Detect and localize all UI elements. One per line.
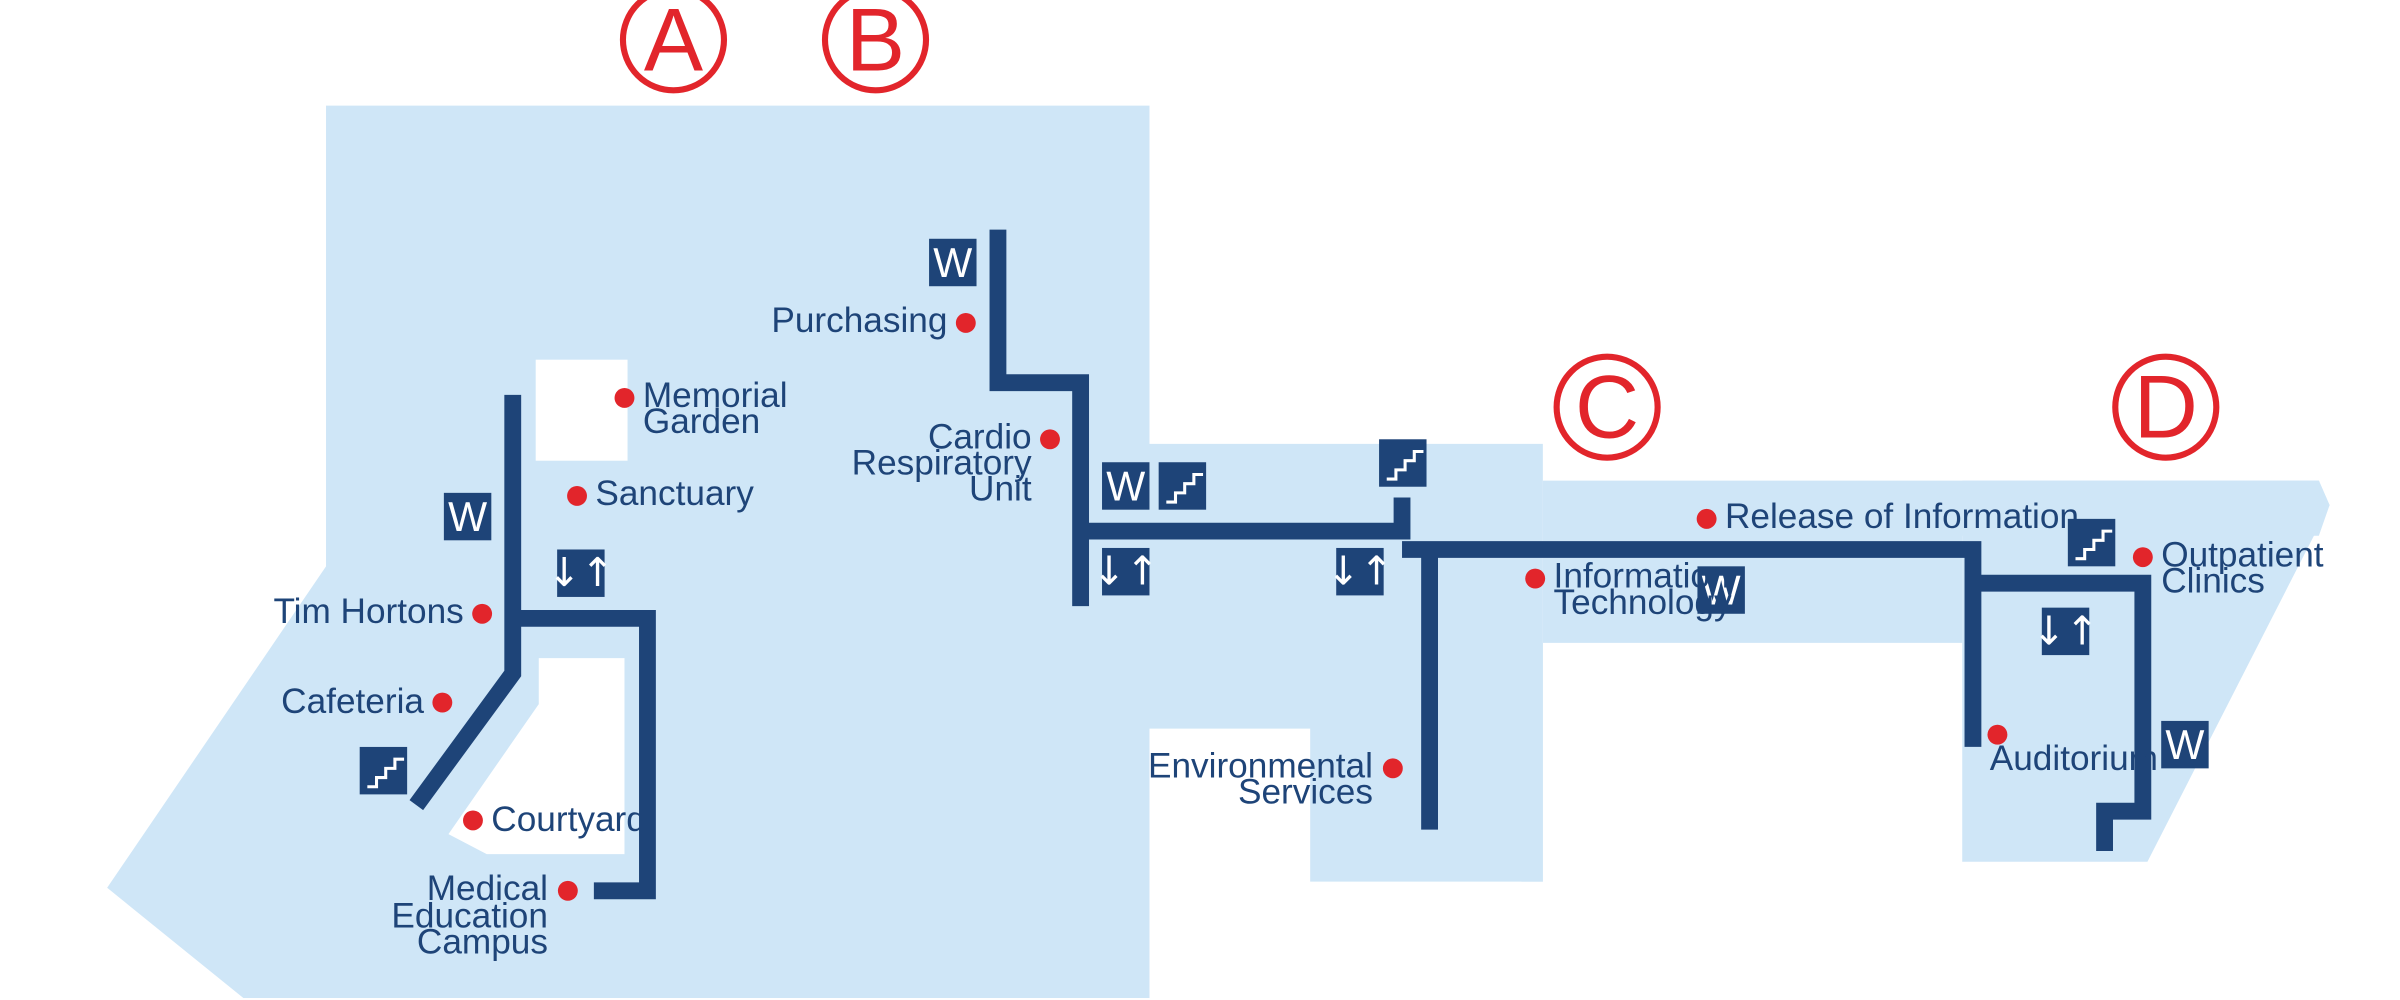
washroom-icons: W W W W W	[443, 238, 2209, 769]
washroom-icon: W	[443, 492, 492, 541]
poi-label: Clinics	[2161, 561, 2265, 600]
wing-d-marker: D	[2112, 353, 2220, 461]
poi-label: Education	[391, 897, 548, 936]
washroom-icon: W	[1697, 566, 1745, 614]
poi-label: Auditorium	[1990, 739, 2158, 778]
wing-b-marker: B	[821, 0, 930, 94]
courtyard-cutout	[448, 658, 625, 855]
corridor-c	[1402, 541, 1982, 747]
poi-tim-hortons[interactable]: Tim Hortons	[273, 592, 493, 631]
svg-text:W: W	[1702, 568, 1741, 614]
washroom-icon: W	[1102, 462, 1150, 510]
poi-label: Garden	[643, 402, 760, 441]
poi-label: Respiratory	[852, 443, 1032, 482]
poi-label: Tim Hortons	[273, 592, 463, 631]
poi-label: Technology	[1554, 583, 1732, 622]
poi-label: Cafeteria	[281, 682, 424, 721]
location-pin-icon	[2132, 547, 2153, 568]
poi-label: Environmental	[1148, 747, 1373, 786]
wing-c-marker: C	[1553, 353, 1661, 461]
location-pin-icon	[463, 810, 483, 831]
corridor-a-courtyard	[512, 609, 656, 900]
poi-label: Release of Information	[1725, 497, 2079, 536]
wing-a-marker: A	[619, 0, 728, 94]
poi-label: Outpatient	[2161, 535, 2324, 574]
poi-label: Sanctuary	[595, 474, 754, 513]
stairs-icon	[2067, 518, 2116, 567]
wing-c-label: C	[1575, 358, 1639, 457]
location-pin-icon	[432, 692, 453, 713]
location-pin-icon	[1382, 758, 1403, 779]
location-pin-icon	[614, 388, 635, 408]
svg-text:↓↑: ↓↑	[1092, 549, 1159, 595]
location-pin-icon	[567, 485, 587, 506]
wing-a-label: A	[644, 0, 704, 89]
poi-label: Unit	[969, 470, 1032, 509]
washroom-icon: W	[2161, 720, 2209, 769]
poi-label: Courtyard	[491, 800, 645, 839]
svg-text:W: W	[2165, 722, 2204, 768]
poi-environmental-services[interactable]: Environmental Services	[1148, 747, 1403, 812]
location-pin-icon	[1525, 568, 1546, 589]
poi-medical-education-campus[interactable]: Medical Education Campus	[391, 869, 578, 962]
poi-cardio-respiratory-unit[interactable]: Cardio Respiratory Unit	[852, 417, 1060, 509]
svg-text:↓↑: ↓↑	[1327, 549, 1394, 595]
wing-b-label: B	[846, 0, 905, 89]
elevator-icon: ↓↑	[548, 549, 615, 597]
poi-cafeteria[interactable]: Cafeteria	[281, 682, 453, 721]
poi-label: Services	[1238, 773, 1373, 812]
poi-label: Purchasing	[771, 301, 947, 340]
poi-label: Campus	[417, 923, 548, 962]
poi-release-of-information[interactable]: Release of Information	[1696, 497, 2079, 536]
building-footprint	[107, 105, 2330, 998]
poi-auditorium[interactable]: Auditorium	[1987, 724, 2158, 778]
poi-label: Information	[1554, 557, 1730, 596]
poi-purchasing[interactable]: Purchasing	[771, 301, 976, 340]
location-pin-icon	[472, 603, 493, 624]
elevator-icon: ↓↑	[1092, 547, 1159, 596]
corridor-b-c-connector	[1080, 497, 1411, 540]
corridors	[409, 229, 2152, 900]
points-of-interest: Memorial Garden Sanctuary Tim Hortons Ca…	[273, 301, 2323, 961]
svg-text:W: W	[448, 494, 487, 540]
poi-memorial-garden[interactable]: Memorial Garden	[614, 376, 788, 441]
corridor-a-main	[409, 394, 522, 811]
memorial-garden-cutout	[535, 359, 628, 461]
location-pin-icon	[1040, 429, 1060, 450]
svg-text:↓↑: ↓↑	[548, 550, 615, 596]
poi-courtyard[interactable]: Courtyard	[463, 800, 646, 839]
poi-information-technology[interactable]: Information Technology	[1525, 557, 1732, 622]
stairs-icon	[1379, 439, 1427, 487]
svg-text:W: W	[1106, 464, 1145, 510]
location-pin-icon	[955, 313, 976, 333]
wing-d-label: D	[2134, 358, 2198, 457]
location-pin-icon	[1696, 508, 1717, 529]
corridor-d	[1972, 574, 2152, 852]
stairs-icon	[1158, 462, 1207, 510]
location-pin-icon	[557, 880, 578, 901]
svg-text:W: W	[933, 240, 972, 286]
elevator-icon: ↓↑	[1327, 547, 1394, 596]
corridor-b	[989, 229, 1090, 607]
poi-outpatient-clinics[interactable]: Outpatient Clinics	[2132, 535, 2324, 600]
elevator-icon: ↓↑	[2032, 607, 2099, 656]
wing-markers: A B C D	[619, 0, 2220, 461]
connector-area	[1149, 443, 1543, 882]
stairs-icons	[359, 439, 2116, 795]
stairs-icon	[359, 746, 408, 795]
poi-label: Medical	[427, 869, 548, 908]
location-pin-icon	[1987, 724, 2008, 745]
poi-label: Cardio	[928, 417, 1032, 456]
elevator-icons: ↓↑ ↓↑ ↓↑ ↓↑	[548, 547, 2099, 656]
poi-label: Memorial	[643, 376, 788, 415]
washroom-icon: W	[929, 238, 977, 287]
svg-text:↓↑: ↓↑	[2032, 608, 2099, 654]
poi-sanctuary[interactable]: Sanctuary	[567, 474, 754, 513]
